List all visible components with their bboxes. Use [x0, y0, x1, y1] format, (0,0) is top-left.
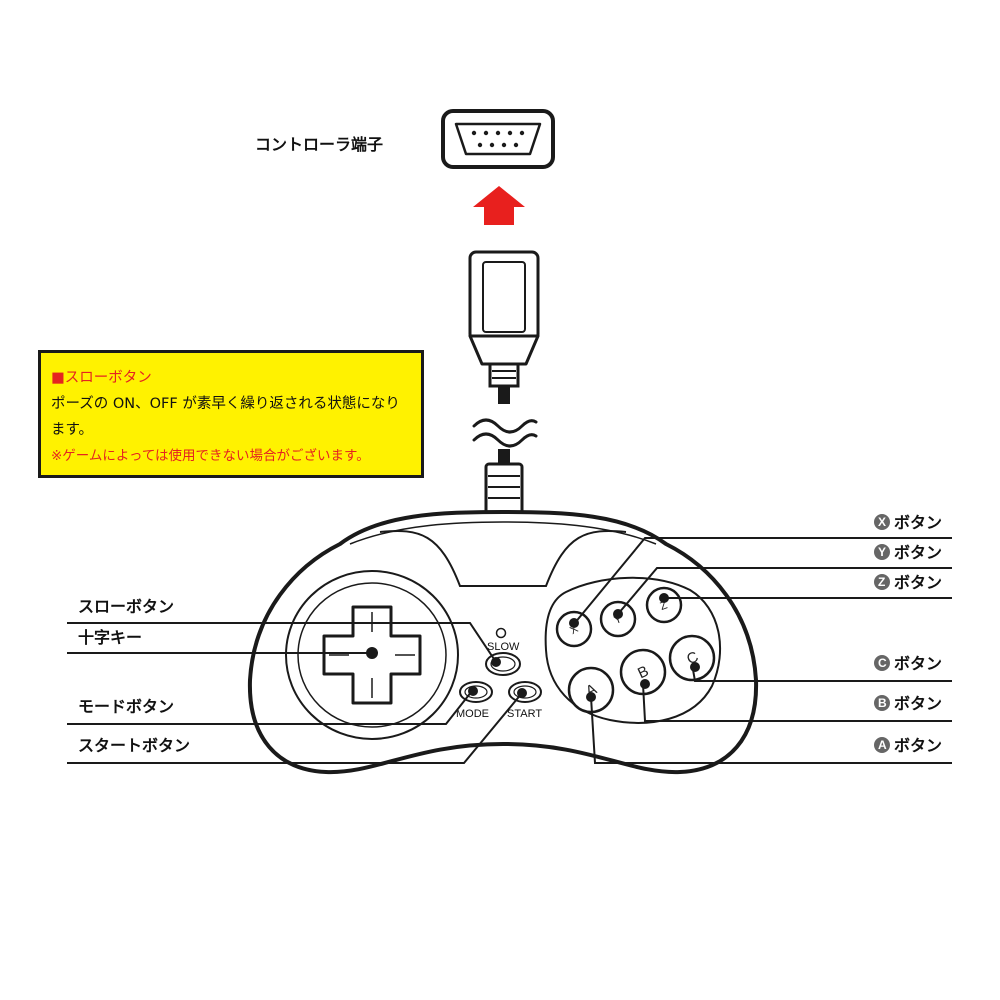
c-badge-icon	[874, 655, 890, 671]
right-leader-lines	[573, 537, 952, 764]
note-bullet-icon: ■	[51, 370, 65, 386]
leader-dot-slow	[491, 657, 501, 667]
cable-break-icon	[472, 418, 538, 448]
note-body: ポーズの ON、OFF が素早く繰り返される状態になります。	[51, 396, 400, 438]
callout-y-button: Y ボタン	[874, 543, 942, 562]
svg-text:Y: Y	[613, 613, 625, 627]
connector-label: コントローラ端子	[255, 135, 383, 154]
callout-start-button: スタートボタン	[78, 736, 190, 755]
cable-icon	[484, 449, 524, 518]
svg-text:ボタン: ボタン	[894, 513, 942, 532]
svg-text:ボタン: ボタン	[894, 654, 942, 673]
leader-dot-x	[569, 618, 579, 628]
leader-dot-start	[517, 688, 527, 698]
note-title-text: スローボタン	[64, 370, 152, 386]
leader-dot-z	[659, 593, 669, 603]
y-badge-icon	[874, 544, 890, 560]
slow-label: SLOW	[487, 641, 520, 653]
leader-dot-mode	[468, 686, 478, 696]
note-warning: ※ゲームによっては使用できない場合がございます。	[51, 448, 370, 464]
callout-c-button: C ボタン	[874, 654, 942, 673]
a-badge-icon	[874, 737, 890, 753]
svg-text:Y: Y	[878, 545, 886, 559]
left-leader-lines	[67, 622, 523, 764]
leader-dot-y	[613, 609, 623, 619]
cable-plug-icon	[468, 250, 540, 404]
svg-text:C: C	[878, 656, 887, 670]
mode-label: MODE	[456, 708, 489, 720]
arrow-up-icon	[473, 186, 525, 225]
svg-text:ボタン: ボタン	[894, 694, 942, 713]
c-button[interactable]: C	[668, 634, 716, 682]
z-button[interactable]: Z	[645, 586, 683, 624]
callout-dpad: 十字キー	[78, 628, 142, 647]
callout-slow-button: スローボタン	[78, 597, 174, 616]
svg-text:ボタン: ボタン	[894, 573, 942, 592]
slow-button-note: ■スローボタン ポーズの ON、OFF が素早く繰り返される状態になります。 ※…	[38, 350, 424, 478]
svg-text:B: B	[878, 696, 887, 710]
callout-x-button: X ボタン	[874, 513, 942, 532]
svg-text:Z: Z	[659, 599, 670, 613]
leader-dot-b	[640, 679, 650, 689]
slow-led	[495, 627, 507, 639]
callout-a-button: A ボタン	[874, 736, 942, 755]
x-badge-icon	[874, 514, 890, 530]
x-button[interactable]: X	[555, 610, 593, 648]
leader-dot-a	[586, 692, 596, 702]
controller-port-icon	[441, 109, 555, 169]
svg-text:ボタン: ボタン	[894, 543, 942, 562]
callout-mode-button: モードボタン	[78, 697, 174, 716]
z-badge-icon	[874, 574, 890, 590]
note-title: ■スローボタン	[51, 365, 411, 391]
callout-z-button: Z ボタン	[874, 573, 942, 592]
leader-dot-dpad	[366, 647, 378, 659]
leader-dot-c	[690, 662, 700, 672]
svg-text:X: X	[878, 515, 886, 529]
start-label: START	[507, 708, 542, 720]
callout-b-button: B ボタン	[874, 694, 942, 713]
b-badge-icon	[874, 695, 890, 711]
svg-text:A: A	[878, 738, 887, 752]
svg-text:ボタン: ボタン	[894, 736, 942, 755]
svg-text:Z: Z	[878, 575, 885, 589]
